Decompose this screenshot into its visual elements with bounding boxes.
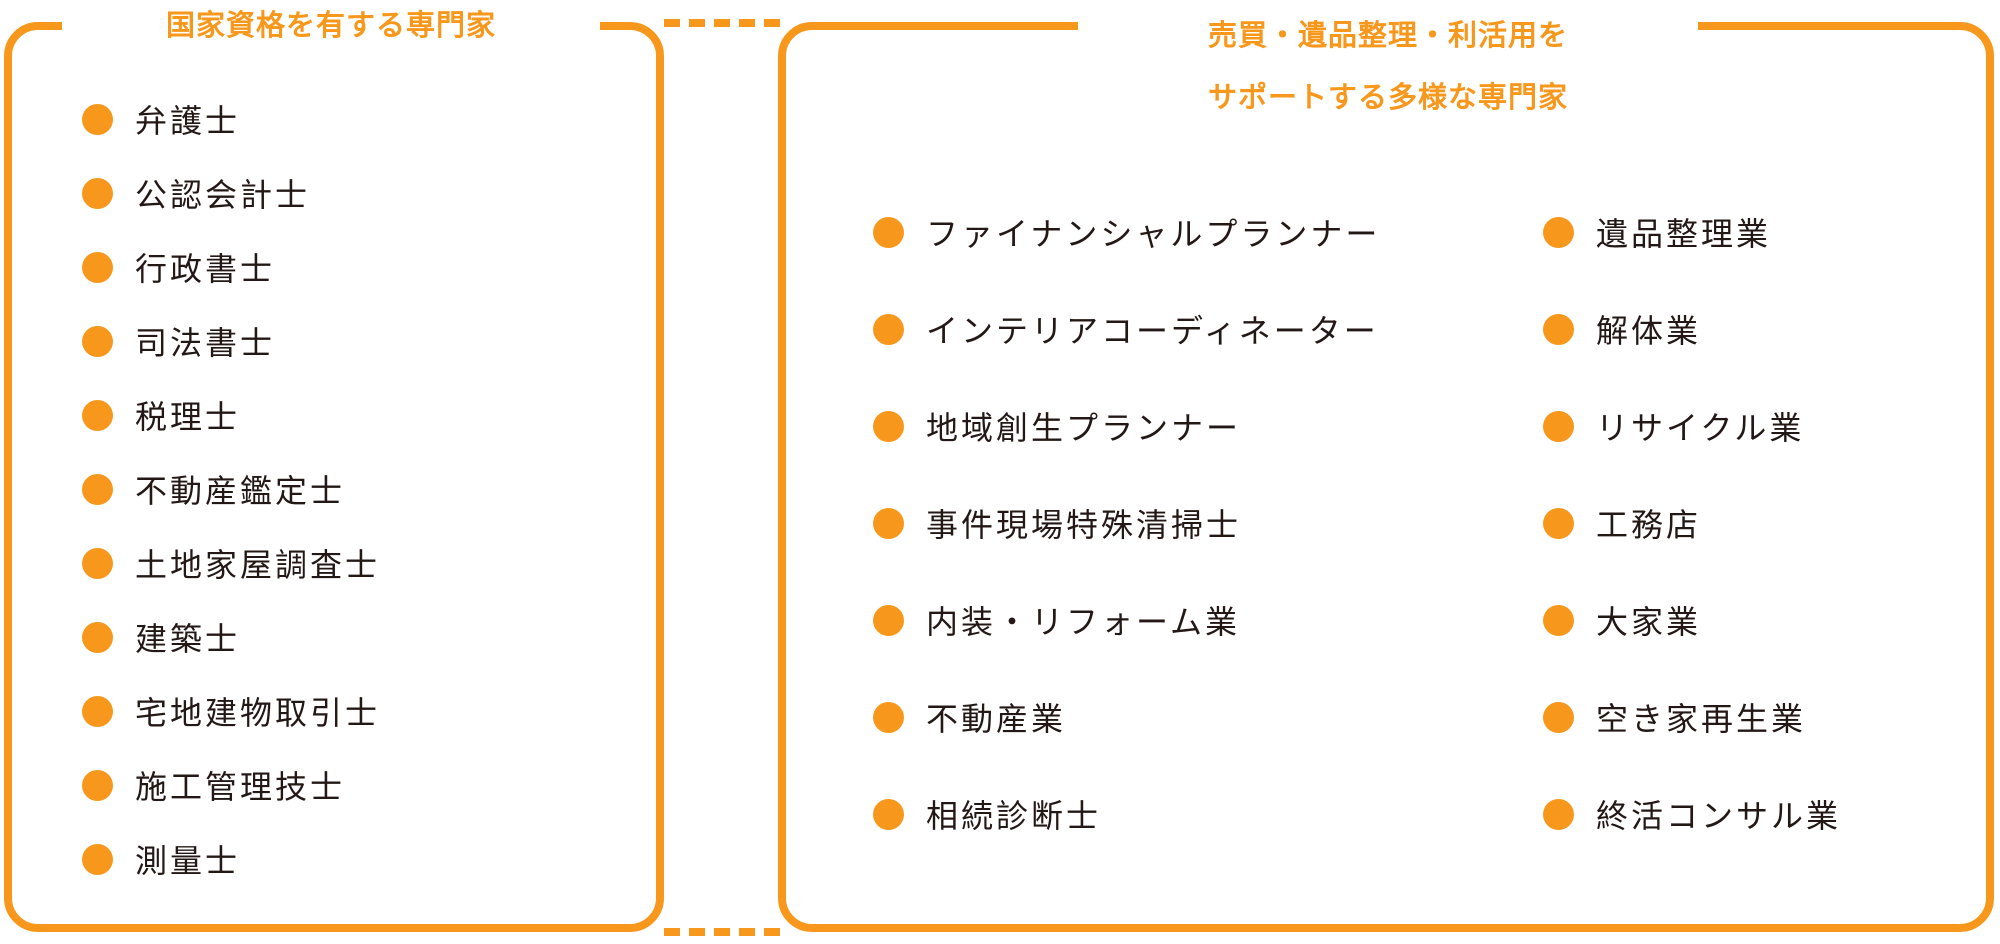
connector-bottom — [664, 928, 780, 944]
list-item-label: リサイクル業 — [1596, 409, 1805, 447]
bullet-icon — [1543, 507, 1574, 539]
bullet-icon — [873, 313, 904, 345]
right-panel-title: 売買・遺品整理・利活用を サポートする多様な専門家 — [1078, 4, 1698, 128]
list-item: 不動産鑑定士 — [82, 467, 345, 511]
bullet-icon — [82, 177, 113, 209]
list-item: リサイクル業 — [1543, 404, 1804, 448]
bullet-icon — [1543, 216, 1574, 248]
list-item-label: 解体業 — [1596, 312, 1702, 350]
list-item-label: 地域創生プランナー — [926, 409, 1242, 447]
bullet-icon — [82, 103, 113, 135]
list-item-label: 空き家再生業 — [1596, 700, 1807, 738]
list-item: 建築士 — [82, 615, 240, 659]
list-item: 弁護士 — [82, 97, 240, 141]
bullet-icon — [1543, 798, 1574, 830]
bullet-icon — [873, 604, 904, 636]
list-item: 遺品整理業 — [1543, 210, 1771, 254]
bullet-icon — [1543, 410, 1574, 442]
list-item-label: 宅地建物取引士 — [135, 694, 381, 732]
list-item: 工務店 — [1543, 501, 1701, 545]
list-item: 解体業 — [1543, 307, 1701, 351]
list-item-label: 土地家屋調査士 — [135, 546, 381, 584]
list-item-label: 不動産鑑定士 — [135, 472, 346, 510]
bullet-icon — [82, 769, 113, 801]
list-item: 公認会計士 — [82, 171, 310, 215]
left-panel-title: 国家資格を有する専門家 — [62, 4, 600, 46]
bullet-icon — [873, 216, 904, 248]
list-item-label: 建築士 — [135, 620, 241, 658]
list-item: ファイナンシャルプランナー — [873, 210, 1380, 254]
list-item: 大家業 — [1543, 598, 1701, 642]
list-item: 終活コンサル業 — [1543, 792, 1841, 836]
list-item-label: 公認会計士 — [135, 176, 311, 214]
list-item: 税理士 — [82, 393, 240, 437]
list-item-label: 相続診断士 — [926, 797, 1102, 835]
list-item: インテリアコーディネーター — [873, 307, 1379, 351]
list-item-label: 内装・リフォーム業 — [926, 603, 1241, 641]
list-item-label: 税理士 — [135, 398, 241, 436]
list-item-label: インテリアコーディネーター — [926, 312, 1379, 350]
bullet-icon — [82, 399, 113, 431]
bullet-icon — [1543, 313, 1574, 345]
list-item-label: ファイナンシャルプランナー — [926, 215, 1381, 253]
list-item: 施工管理技士 — [82, 763, 345, 807]
list-item: 宅地建物取引士 — [82, 689, 380, 733]
connector-top — [664, 19, 780, 35]
list-item: 土地家屋調査士 — [82, 541, 380, 585]
bullet-icon — [873, 701, 904, 733]
right-title-line1: 売買・遺品整理・利活用を — [1207, 18, 1568, 52]
bullet-icon — [1543, 701, 1574, 733]
bullet-icon — [873, 798, 904, 830]
list-item: 不動産業 — [873, 695, 1066, 739]
bullet-icon — [82, 621, 113, 653]
list-item: 内装・リフォーム業 — [873, 598, 1240, 642]
list-item-label: 行政書士 — [135, 250, 276, 288]
bullet-icon — [873, 507, 904, 539]
list-item-label: 弁護士 — [135, 102, 241, 140]
bullet-icon — [82, 251, 113, 283]
bullet-icon — [82, 325, 113, 357]
right-title-line2: サポートする多様な専門家 — [1207, 80, 1568, 114]
list-item-label: 大家業 — [1596, 603, 1702, 641]
bullet-icon — [82, 547, 113, 579]
list-item-label: 遺品整理業 — [1596, 215, 1772, 253]
list-item: 空き家再生業 — [1543, 695, 1806, 739]
list-item: 事件現場特殊清掃士 — [873, 501, 1241, 545]
list-item: 地域創生プランナー — [873, 404, 1241, 448]
bullet-icon — [873, 410, 904, 442]
list-item-label: 不動産業 — [926, 700, 1067, 738]
bullet-icon — [1543, 604, 1574, 636]
list-item: 行政書士 — [82, 245, 275, 289]
bullet-icon — [82, 695, 113, 727]
bullet-icon — [82, 843, 113, 875]
list-item-label: 司法書士 — [135, 324, 276, 362]
list-item-label: 施工管理技士 — [135, 768, 346, 806]
list-item: 司法書士 — [82, 319, 275, 363]
bullet-icon — [82, 473, 113, 505]
list-item-label: 事件現場特殊清掃士 — [926, 506, 1242, 544]
list-item: 測量士 — [82, 837, 240, 881]
list-item: 相続診断士 — [873, 792, 1101, 836]
list-item-label: 終活コンサル業 — [1596, 797, 1842, 835]
list-item-label: 測量士 — [135, 842, 241, 880]
list-item-label: 工務店 — [1596, 506, 1702, 544]
